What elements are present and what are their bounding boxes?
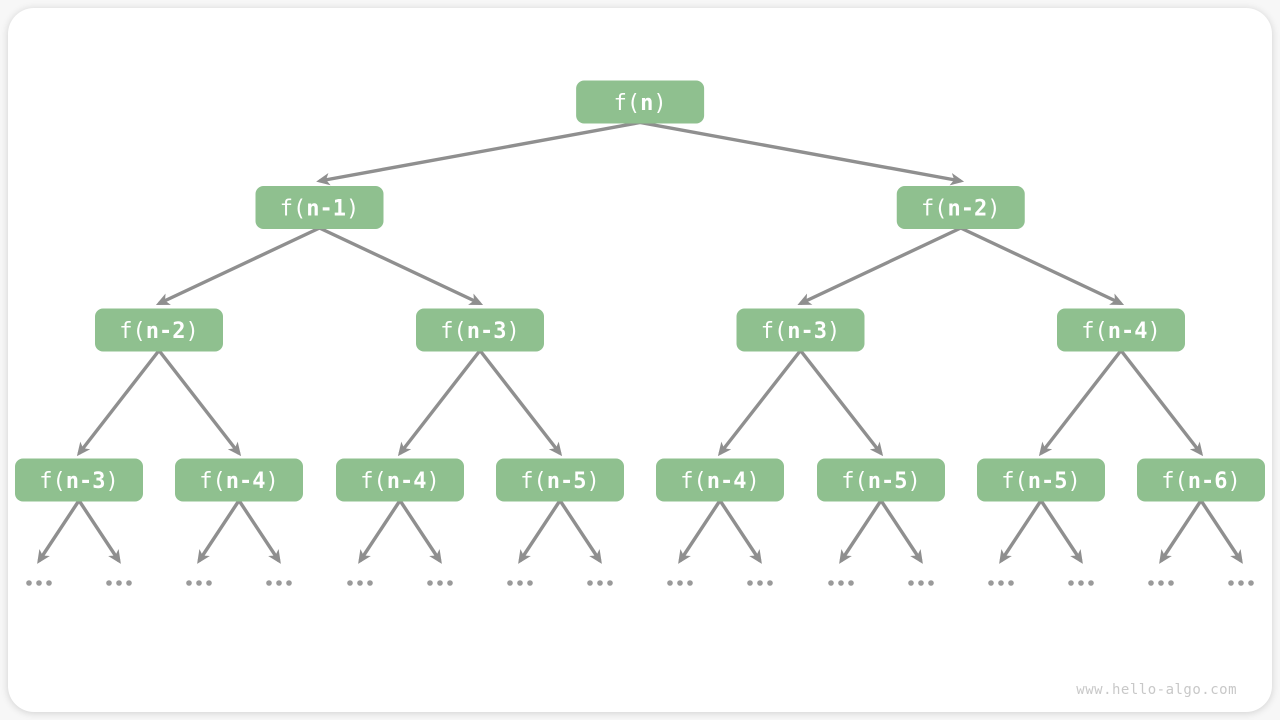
tree-edge: [157, 349, 242, 457]
tree-edge: [717, 349, 802, 457]
tree-edge: [398, 499, 442, 564]
ellipsis-marks: [828, 580, 854, 586]
tree-edge: [999, 499, 1043, 564]
tree-node: f(n-4): [336, 458, 464, 502]
ellipsis-marks: [587, 580, 613, 586]
tree-edge: [76, 349, 161, 457]
tree-edge: [1038, 349, 1123, 457]
tree-edge: [237, 499, 281, 564]
edges-layer: [37, 120, 1243, 564]
tree-edge: [1039, 499, 1083, 564]
tree-edge: [316, 120, 641, 186]
tree-node: f(n-4): [656, 458, 784, 502]
tree-node: f(n-5): [496, 458, 624, 502]
ellipsis-marks: [1148, 580, 1174, 586]
tree-edge: [678, 499, 722, 564]
tree-node: f(n-1): [255, 186, 384, 229]
watermark: www.hello-algo.com: [1076, 682, 1237, 698]
tree-node: f(n-3): [416, 308, 544, 352]
tree-edge: [478, 349, 563, 457]
tree-node: f(n): [576, 80, 705, 124]
tree-node-label: f(n-1): [280, 196, 360, 221]
ellipsis-marks: [26, 580, 52, 586]
tree-edge: [558, 499, 602, 564]
tree-node-label: f(n-3): [39, 469, 119, 494]
tree-edge: [718, 499, 762, 564]
tree-edge: [960, 226, 1125, 306]
tree-edge: [797, 226, 962, 306]
ellipsis-marks: [427, 580, 453, 586]
tree-edge: [839, 499, 883, 564]
tree-edge: [879, 499, 923, 564]
tree-edge: [397, 349, 482, 457]
tree-edge: [358, 499, 402, 564]
tree-node-label: f(n-4): [360, 469, 440, 494]
tree-edge: [518, 499, 562, 564]
diagram-card: [8, 8, 1272, 712]
tree-node-label: f(n): [614, 91, 667, 116]
ellipsis-marks: [106, 580, 132, 586]
tree-edge: [1159, 499, 1203, 564]
ellipsis-marks: [988, 580, 1014, 586]
ellipsis-marks: [507, 580, 533, 586]
ellipsis-marks: [908, 580, 934, 586]
ellipsis-marks: [747, 580, 773, 586]
tree-node-label: f(n-2): [119, 319, 199, 344]
tree-node: f(n-3): [15, 458, 143, 502]
tree-node-label: f(n-5): [1001, 469, 1081, 494]
tree-edge: [37, 499, 81, 564]
tree-edge: [77, 499, 121, 564]
tree-node: f(n-2): [896, 186, 1025, 229]
ellipsis-marks: [347, 580, 373, 586]
tree-edge: [639, 120, 965, 186]
tree-node-label: f(n-5): [520, 469, 600, 494]
tree-node-label: f(n-6): [1161, 469, 1241, 494]
tree-node: f(n-6): [1137, 458, 1265, 502]
ellipsis-marks: [667, 580, 693, 586]
tree-node: f(n-4): [175, 458, 303, 502]
tree-node: f(n-5): [817, 458, 945, 502]
tree-node: f(n-2): [95, 308, 223, 352]
tree-node-label: f(n-3): [440, 319, 520, 344]
tree-node-label: f(n-2): [921, 196, 1001, 221]
tree-edge: [197, 499, 241, 564]
ellipsis-marks: [186, 580, 212, 586]
tree-node-label: f(n-4): [1081, 319, 1161, 344]
ellipsis-marks: [1228, 580, 1254, 586]
tree-node-label: f(n-4): [199, 469, 279, 494]
tree-edge: [1119, 349, 1204, 457]
tree-node-label: f(n-5): [841, 469, 921, 494]
tree-edge: [1199, 499, 1243, 564]
tree-node: f(n-3): [736, 308, 865, 352]
tree-node-label: f(n-4): [680, 469, 760, 494]
tree-node: f(n-4): [1057, 308, 1185, 352]
tree-edge: [155, 226, 321, 306]
tree-node-label: f(n-3): [761, 319, 841, 344]
ellipsis-marks: [266, 580, 292, 586]
tree-node: f(n-5): [977, 458, 1105, 502]
tree-edge: [799, 349, 884, 457]
nodes-layer: f(n-3) f(n-4) f(n-2) f(n-4) f(n-5) f(n-3) f(n-…: [15, 80, 1265, 586]
ellipsis-marks: [1068, 580, 1094, 586]
tree-edge: [318, 226, 484, 306]
